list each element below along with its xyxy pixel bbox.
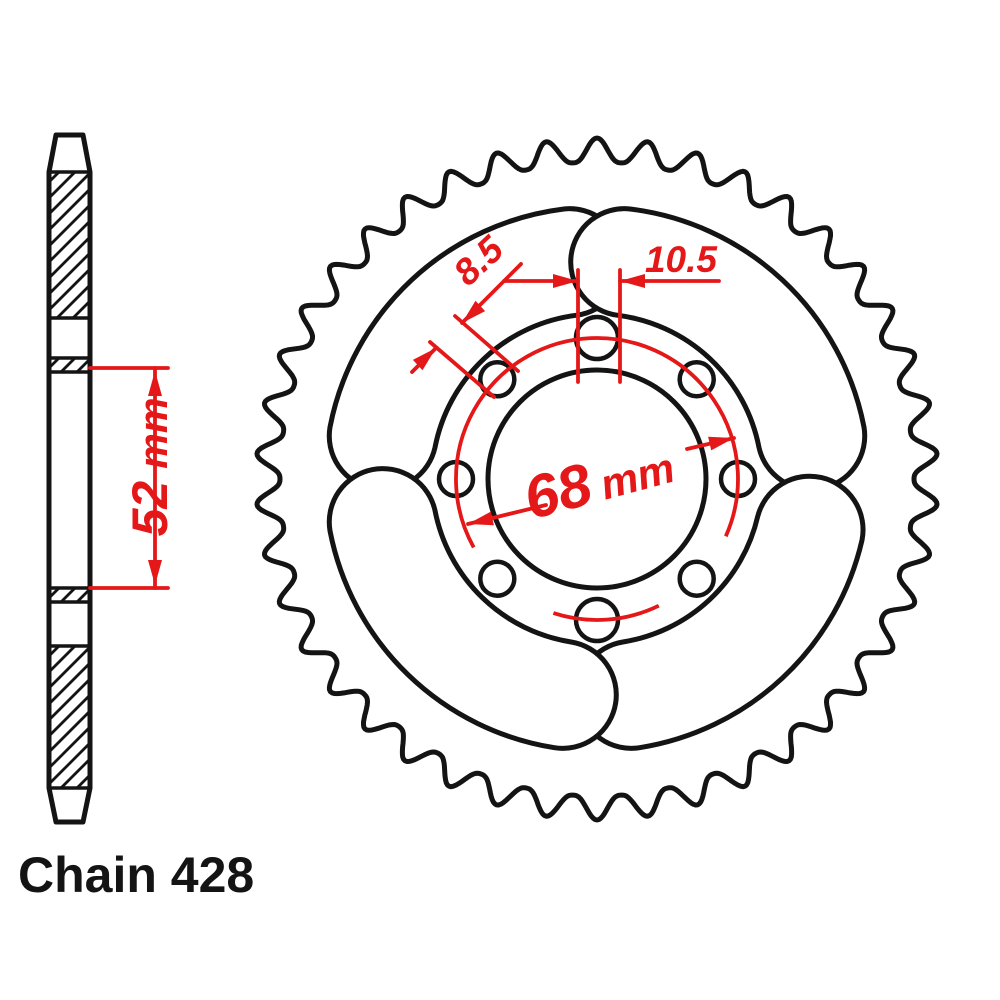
dim-52-label: 52mm [122,398,178,537]
hatch-line [48,726,91,769]
dimension-arrowhead [462,300,486,323]
hatch-line [76,774,91,789]
hatch-line [48,662,91,705]
dimension-annotations [88,262,740,622]
dimension-arrowhead [148,371,162,396]
hatch-line [48,645,60,657]
lightening-slot [575,473,866,751]
sprocket-front-view [254,135,940,823]
hatch-line [48,252,91,295]
hatch-line [76,358,91,373]
bolt-hole-small [478,559,517,598]
hatch-line [60,357,76,373]
bolt-circle-arc [454,336,740,549]
dimension-arrowhead [412,348,436,371]
hatch-line [60,587,76,603]
hatch-line [48,742,91,785]
hatch-line [48,587,60,599]
dimension-arrowhead [553,274,578,288]
sprocket-side-view [46,132,93,825]
hatch-line [48,236,91,279]
bolt-circle-arc [552,603,660,622]
hatch-line [48,171,60,183]
hatch-line [72,300,91,319]
dimension-line [428,340,496,399]
dimension-arrowhead [708,436,734,451]
dimension-line [453,314,520,373]
hatch-line [56,284,91,319]
side-view-outline [46,132,93,825]
center-bore [485,367,709,591]
hatch-line [60,758,91,789]
hatch-line [48,204,91,247]
chain-size-title: Chain 428 [18,847,254,903]
hatch-line [48,694,91,737]
hatch-line [48,710,91,753]
hatch-line [48,357,60,369]
bolt-hole-small [677,559,716,598]
hatch-line [48,171,76,199]
dimension-arrowhead [148,560,162,585]
hatch-line [48,646,91,689]
hatch-line [48,268,91,311]
dimension-arrowhead [468,511,494,526]
dimension-arrowhead [620,274,645,288]
hatch-line [48,645,76,673]
hatch-line [48,188,91,231]
dim-10-5-label: 10.5 [645,239,718,280]
hatch-line [76,588,91,603]
lightening-slot [326,466,619,751]
hatch-line [48,678,91,721]
hatch-line [48,220,91,263]
hatch-line [48,172,91,215]
